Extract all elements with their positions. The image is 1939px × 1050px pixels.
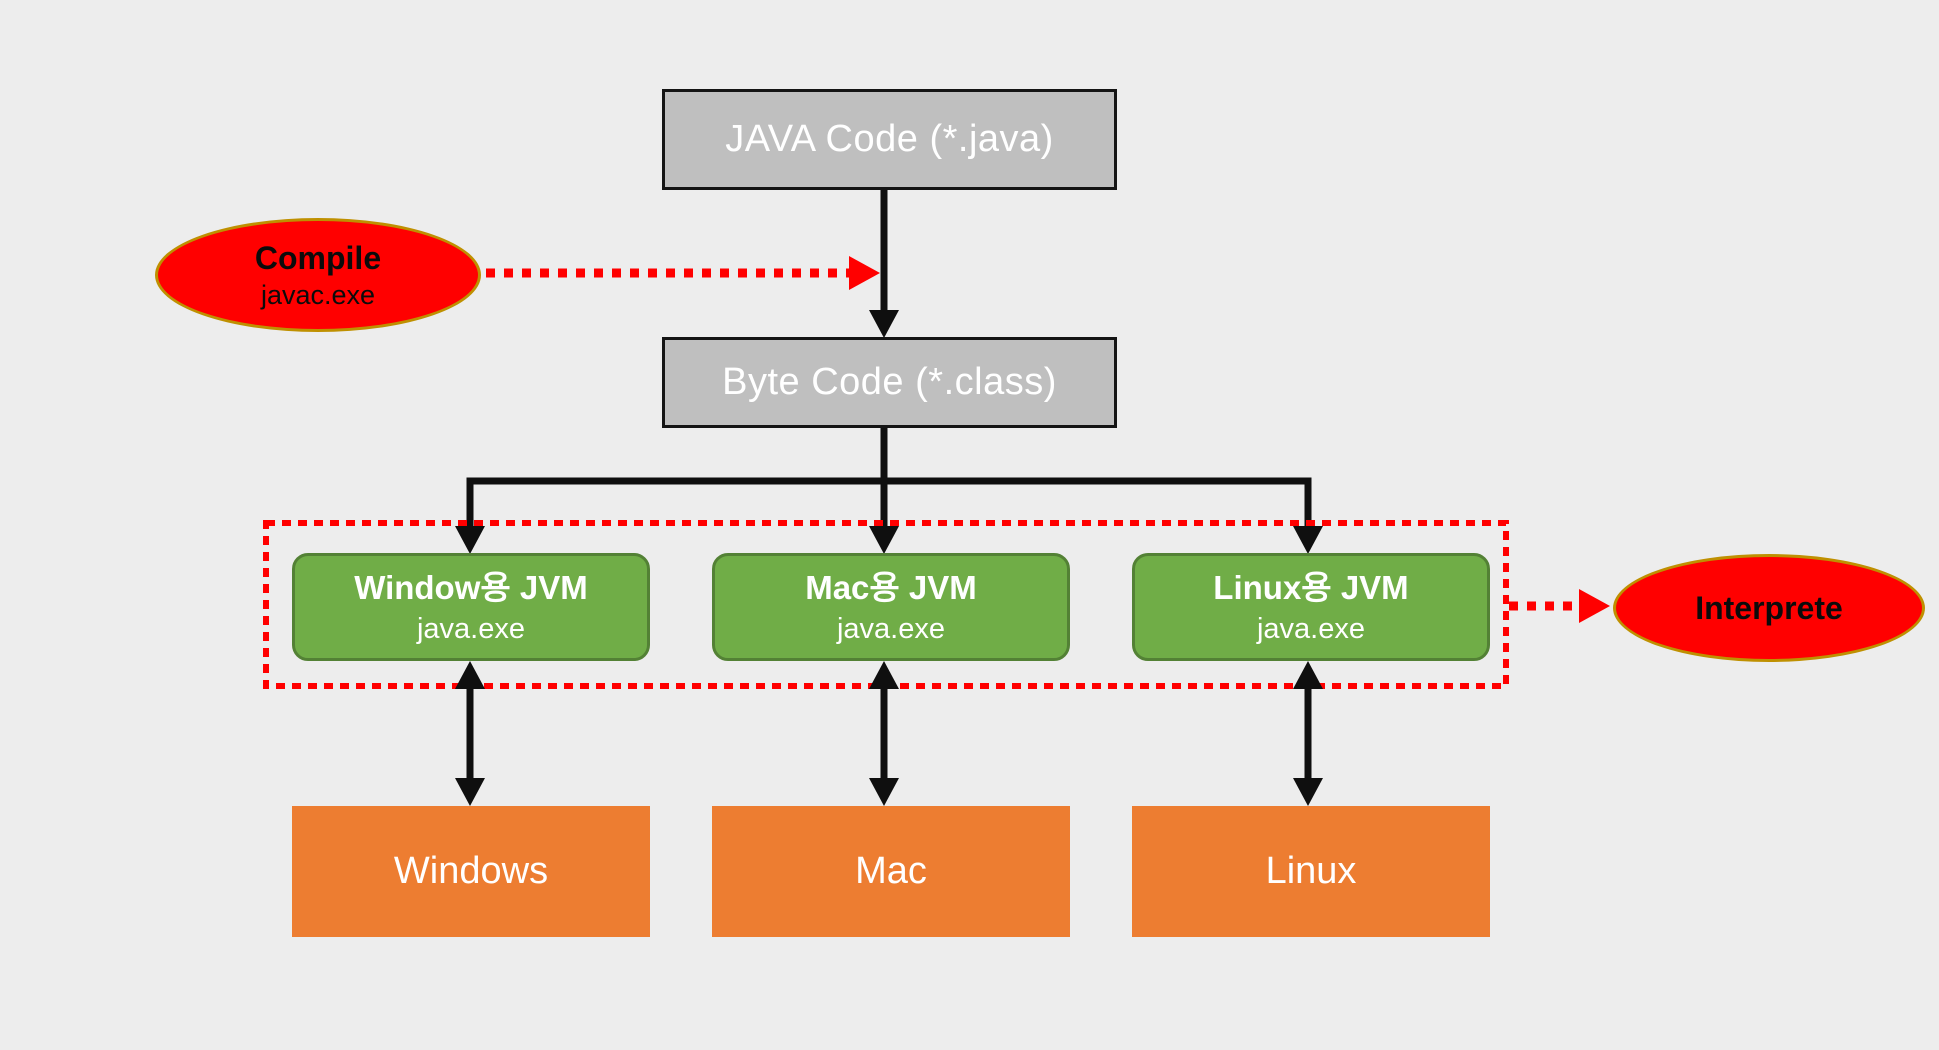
interprete-title: Interprete [1695,590,1843,626]
jvm-windows-subtitle: java.exe [416,613,525,645]
node-java-code: JAVA Code (*.java) [662,89,1117,190]
node-jvm-mac: Mac용 JVM java.exe [712,553,1070,661]
jvm-mac-title: Mac용 JVM [805,569,977,606]
double-arrow-linux [1293,661,1323,806]
node-os-windows: Windows [292,806,650,937]
interprete-dashed-arrow [1509,589,1610,623]
node-os-mac: Mac [712,806,1070,937]
double-arrow-mac [869,661,899,806]
compile-subtitle: javac.exe [260,280,376,310]
ellipse-interprete: Interprete [1613,554,1925,662]
os-linux-label: Linux [1265,850,1357,892]
node-jvm-windows: Window용 JVM java.exe [292,553,650,661]
ellipse-compile: Compile javac.exe [155,218,481,332]
jvm-windows-title: Window용 JVM [354,569,588,606]
node-os-linux: Linux [1132,806,1490,937]
os-windows-label: Windows [393,850,549,892]
branch-connector [455,477,1323,554]
java-code-label: JAVA Code (*.java) [725,118,1054,160]
jvm-mac-subtitle: java.exe [836,613,945,645]
os-mac-label: Mac [855,850,927,892]
node-byte-code: Byte Code (*.class) [662,337,1117,428]
compile-dashed-arrow [486,256,880,290]
jvm-linux-title: Linux용 JVM [1213,569,1409,606]
arrow-byte-to-jvm-mac [869,428,899,554]
node-jvm-linux: Linux용 JVM java.exe [1132,553,1490,661]
double-arrow-windows [455,661,485,806]
arrow-java-to-byte [869,190,899,338]
jvm-linux-subtitle: java.exe [1256,613,1365,645]
byte-code-label: Byte Code (*.class) [722,361,1057,403]
compile-title: Compile [254,240,382,276]
